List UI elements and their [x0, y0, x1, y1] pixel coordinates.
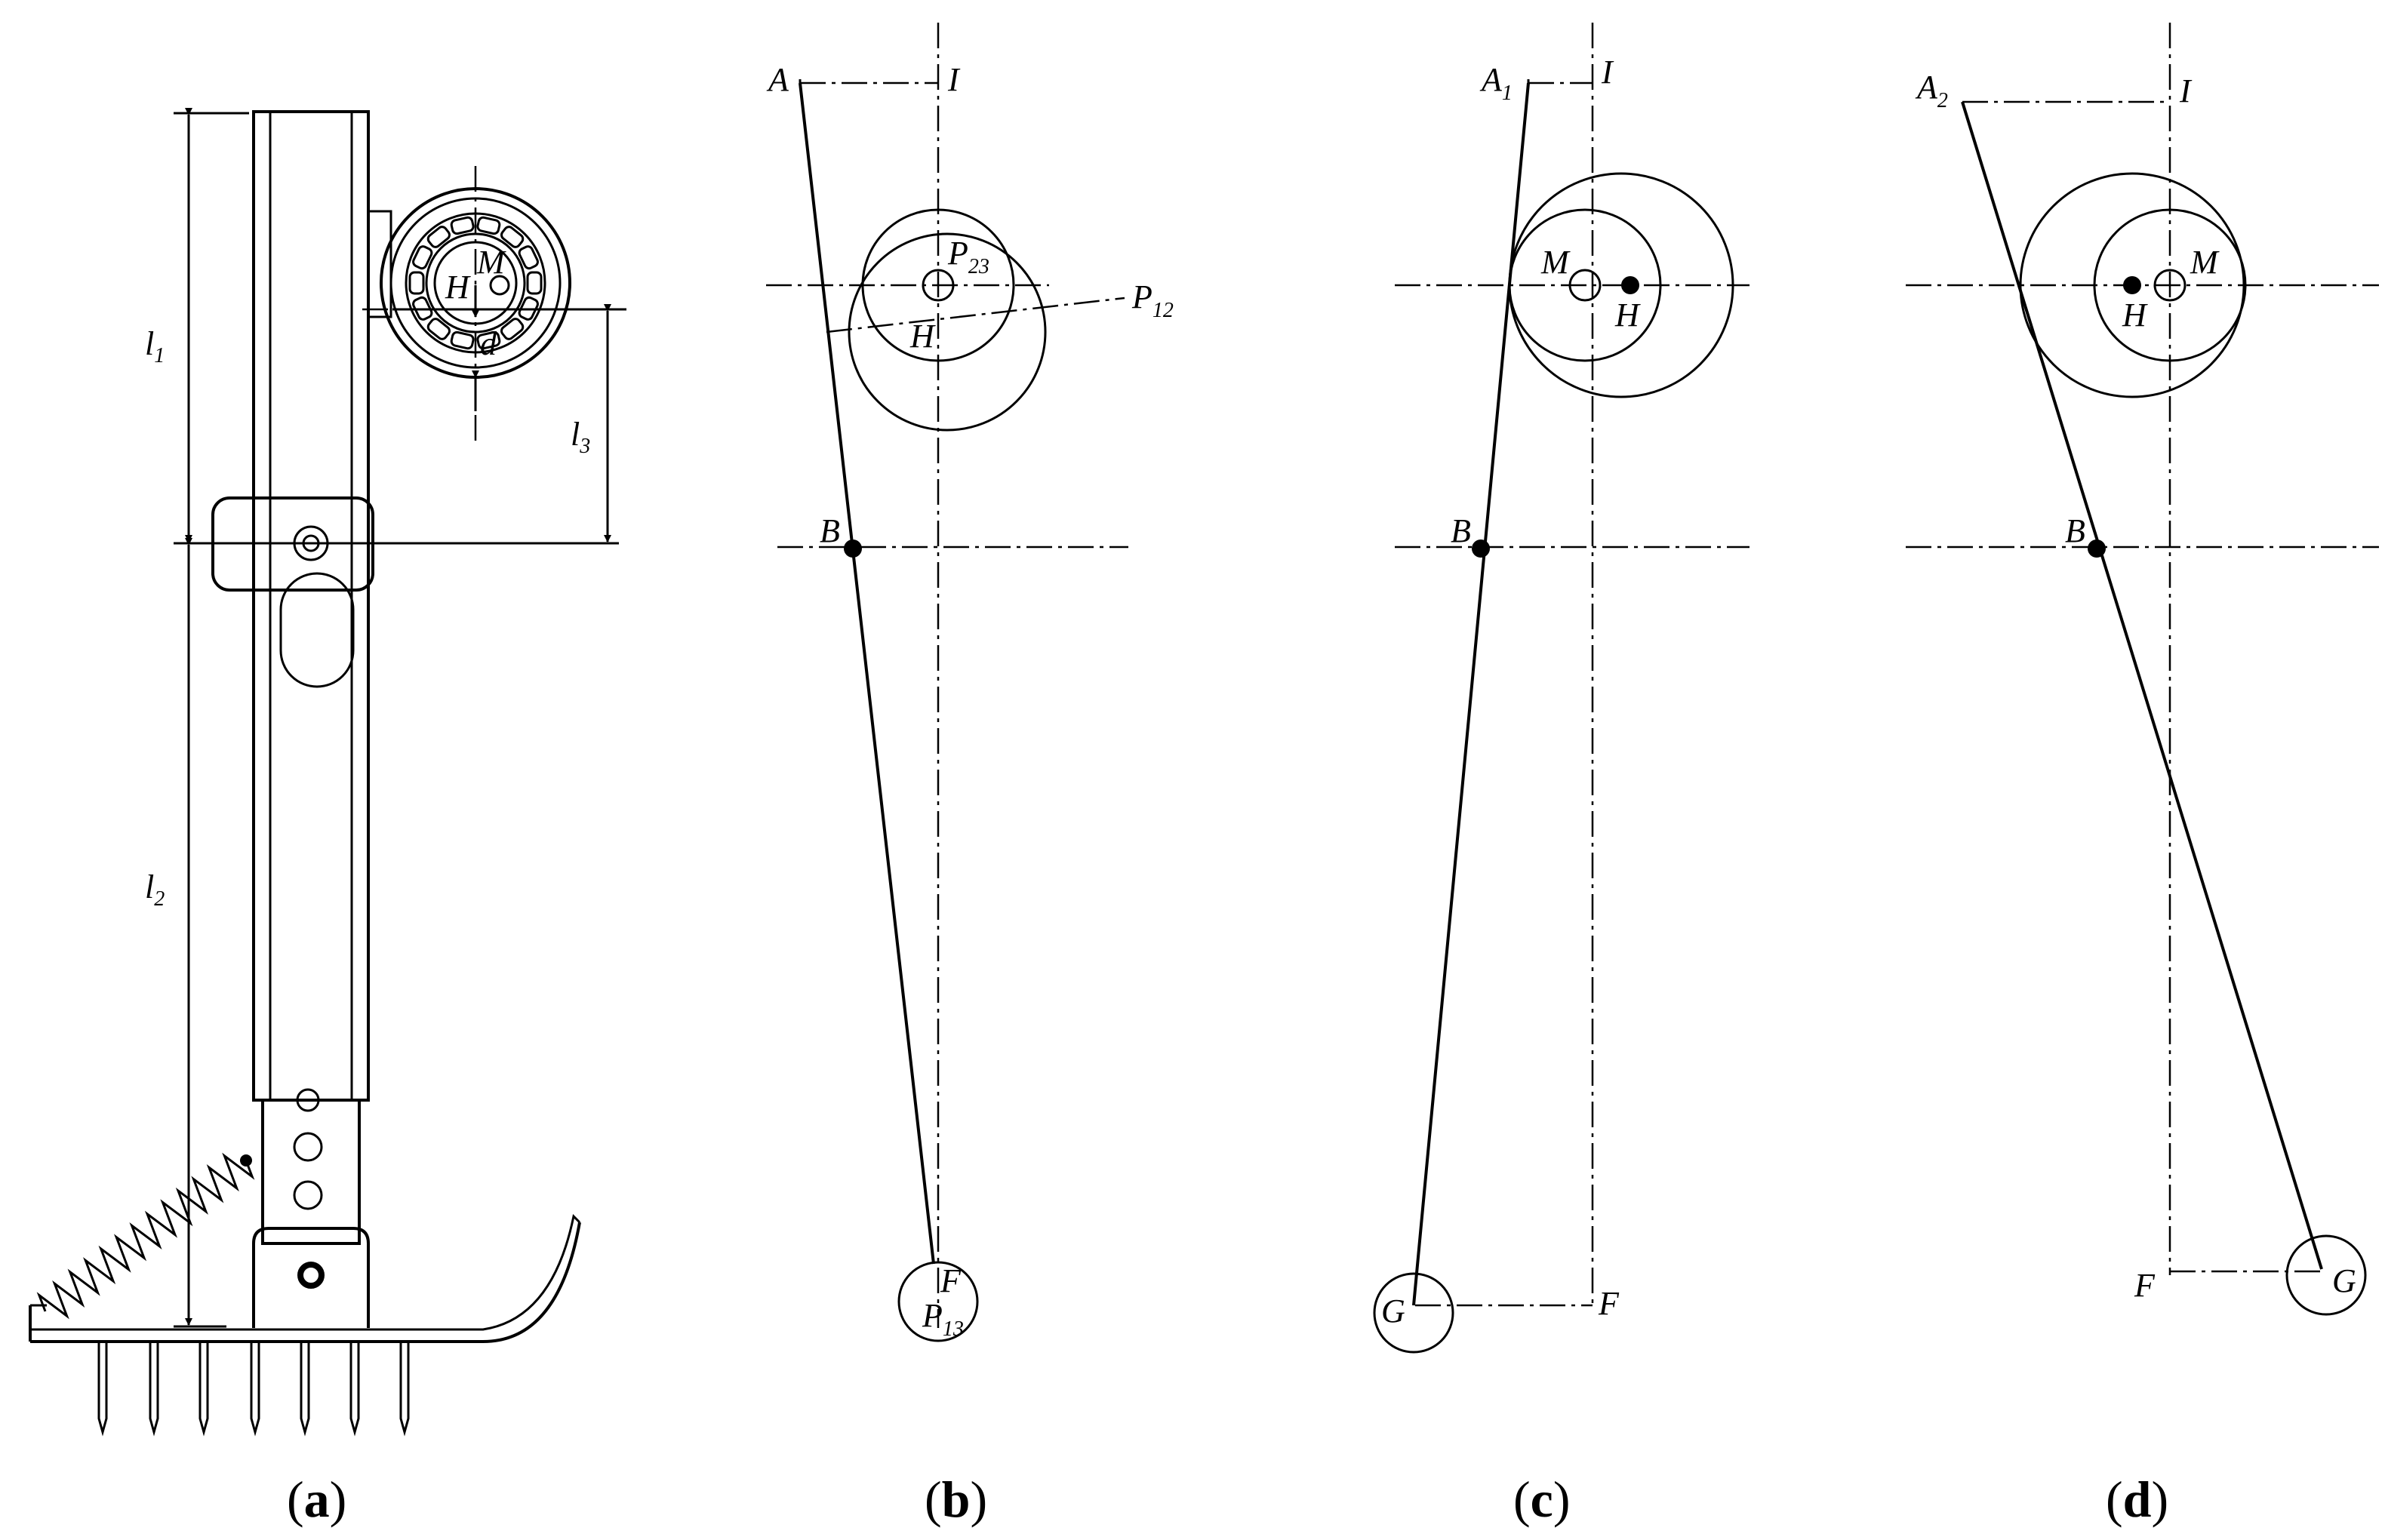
label-P12: P — [1131, 278, 1152, 315]
label-A1: A — [1479, 61, 1503, 98]
label-M: M — [476, 244, 506, 281]
label-H-c: H — [1614, 297, 1641, 334]
tine — [349, 1342, 360, 1437]
caption-a: a — [304, 1471, 330, 1528]
bearing-roller — [408, 271, 425, 295]
label-l1: l — [145, 325, 154, 362]
bearing-roller — [500, 318, 525, 340]
bearing-roller — [412, 296, 433, 321]
tine — [97, 1342, 108, 1437]
svg-text:A1: A1 — [1479, 61, 1513, 105]
tine — [399, 1342, 410, 1437]
label-H-b: H — [909, 318, 936, 355]
tine — [149, 1342, 159, 1437]
label-l2: l — [145, 868, 154, 905]
frame-lower — [261, 1099, 361, 1245]
bearing-roller — [500, 226, 525, 248]
label-F-c: F — [1598, 1285, 1620, 1322]
label-B-b: B — [820, 512, 840, 549]
svg-text:l1: l1 — [145, 325, 165, 367]
panel-d: A2 I M H B F G (d) — [1906, 23, 2379, 1528]
label-F-d: F — [2134, 1267, 2156, 1304]
label-F-b: F — [940, 1262, 962, 1299]
label-P23: P — [947, 235, 968, 272]
label-I: I — [947, 61, 961, 98]
base-pivot — [297, 1262, 325, 1289]
caption-c: c — [1531, 1471, 1553, 1528]
bearing-roller — [526, 271, 543, 295]
svg-text:(c): (c) — [1513, 1471, 1571, 1528]
panel-a: l1 l2 l3 H M d (a) — [29, 108, 626, 1528]
label-A: A — [766, 61, 789, 98]
bearing-roller — [518, 296, 539, 321]
slot — [279, 572, 355, 688]
label-A2: A — [1915, 69, 1938, 106]
label-P13: P — [922, 1297, 943, 1334]
svg-text:(d): (d) — [2106, 1471, 2168, 1528]
bearing-roller — [426, 318, 451, 340]
tine — [250, 1342, 260, 1437]
svg-text:P13: P13 — [922, 1297, 964, 1341]
label-B-d: B — [2065, 512, 2085, 549]
label-M-d: M — [2190, 244, 2220, 281]
label-l3: l — [571, 416, 580, 453]
label-M-c: M — [1540, 244, 1571, 281]
bearing-roller — [412, 245, 433, 270]
label-B-c: B — [1451, 512, 1471, 549]
spring — [36, 1152, 255, 1320]
caption-d: d — [2123, 1471, 2152, 1528]
svg-text:P23: P23 — [947, 235, 989, 278]
label-d: d — [480, 325, 497, 362]
bearing-roller — [426, 226, 451, 248]
bearing-roller — [476, 330, 501, 350]
svg-text:l2: l2 — [145, 868, 165, 911]
label-G-d: G — [2332, 1262, 2356, 1299]
panel-b: A I P23 P12 H B F P13 (b) — [766, 23, 1174, 1528]
svg-text:(b): (b) — [925, 1471, 987, 1528]
caption-b: b — [942, 1471, 971, 1528]
bearing-roller — [476, 216, 501, 235]
label-H: H — [445, 269, 471, 306]
bearing-roller — [450, 330, 475, 350]
bearing-roller — [518, 245, 539, 270]
label-I-c: I — [1601, 54, 1614, 91]
base-bracket — [252, 1227, 370, 1328]
svg-text:A2: A2 — [1915, 69, 1948, 112]
tine — [300, 1342, 310, 1437]
svg-text:P12: P12 — [1131, 278, 1174, 322]
tine-plate — [30, 1222, 581, 1343]
bearing-roller — [450, 216, 475, 235]
tine — [198, 1342, 209, 1437]
svg-text:l3: l3 — [571, 416, 590, 458]
svg-text:(a): (a) — [287, 1471, 346, 1528]
label-I-d: I — [2179, 72, 2193, 109]
label-G-c: G — [1381, 1293, 1405, 1329]
panel-c: A1 I M H B G F (c) — [1373, 23, 1750, 1528]
label-H-d: H — [2122, 297, 2148, 334]
